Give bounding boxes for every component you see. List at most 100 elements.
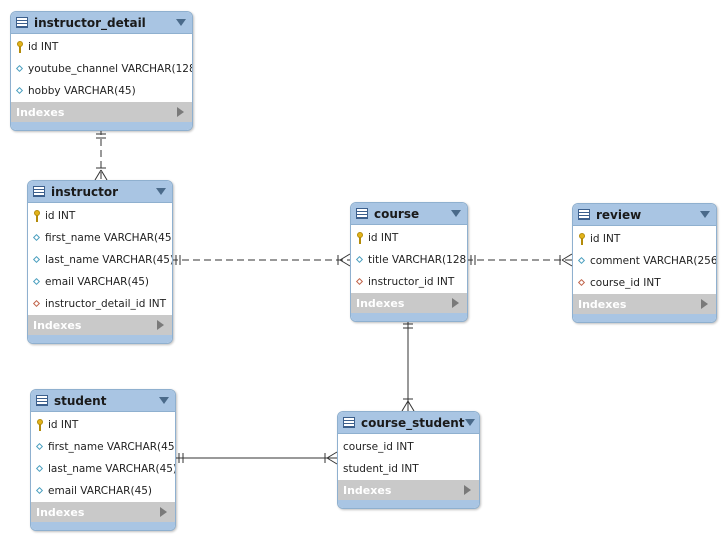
column-label: title VARCHAR(128) [368, 254, 468, 266]
table-icon [356, 208, 368, 219]
column-label: student_id INT [343, 463, 419, 475]
indexes-section[interactable]: Indexes [338, 480, 479, 500]
indexes-section[interactable]: Indexes [31, 502, 175, 522]
entity-course-student[interactable]: course_student course_id INT student_id … [337, 411, 480, 509]
expand-arrow-icon[interactable] [701, 299, 708, 309]
column-icon [36, 441, 45, 453]
entity-instructor[interactable]: instructor id INT first_name VARCHAR(45)… [27, 180, 173, 344]
column-label: id INT [590, 233, 621, 245]
column-row[interactable]: instructor_detail_id INT [28, 293, 172, 315]
collapse-menu-icon[interactable] [700, 211, 710, 218]
indexes-label: Indexes [343, 483, 392, 497]
entity-course[interactable]: course id INT title VARCHAR(128) instruc… [350, 202, 468, 322]
entity-review[interactable]: review id INT comment VARCHAR(256) cours… [572, 203, 717, 323]
column-row[interactable]: hobby VARCHAR(45) [11, 80, 192, 102]
column-row[interactable]: last_name VARCHAR(45) [31, 458, 175, 480]
expand-arrow-icon[interactable] [464, 485, 471, 495]
column-row[interactable]: title VARCHAR(128) [351, 249, 467, 271]
column-label: first_name VARCHAR(45) [48, 441, 176, 453]
column-row[interactable]: course_id INT [338, 436, 479, 458]
entity-header[interactable]: student [31, 390, 175, 412]
entity-header[interactable]: review [573, 204, 716, 226]
expand-arrow-icon[interactable] [177, 107, 184, 117]
collapse-menu-icon[interactable] [159, 397, 169, 404]
entity-footer [573, 314, 716, 322]
table-icon [33, 186, 45, 197]
column-label: last_name VARCHAR(45) [48, 463, 176, 475]
expand-arrow-icon[interactable] [157, 320, 164, 330]
entity-title: instructor_detail [34, 15, 146, 30]
column-label: instructor_id INT [368, 276, 455, 288]
column-row[interactable]: instructor_id INT [351, 271, 467, 293]
column-row[interactable]: last_name VARCHAR(45) [28, 249, 172, 271]
indexes-label: Indexes [356, 296, 405, 310]
column-icon [356, 254, 365, 266]
column-icon [33, 254, 42, 266]
primary-key-icon [356, 232, 365, 244]
relationship-course-review[interactable] [466, 253, 573, 267]
relationship-student-course-student[interactable] [174, 451, 338, 465]
column-row[interactable]: first_name VARCHAR(45) [31, 436, 175, 458]
collapse-menu-icon[interactable] [156, 188, 166, 195]
column-row[interactable]: youtube_channel VARCHAR(128) [11, 58, 192, 80]
entity-instructor-detail[interactable]: instructor_detail id INT youtube_channel… [10, 11, 193, 131]
column-row[interactable]: course_id INT [573, 272, 716, 294]
entity-title: instructor [51, 184, 119, 199]
column-icon [16, 63, 25, 75]
column-icon [33, 232, 42, 244]
table-icon [36, 395, 48, 406]
column-row[interactable]: id INT [31, 414, 175, 436]
entity-title: course [374, 206, 420, 221]
collapse-menu-icon[interactable] [464, 419, 475, 426]
expand-arrow-icon[interactable] [452, 298, 459, 308]
column-list: id INT title VARCHAR(128) instructor_id … [351, 225, 467, 293]
column-label: first_name VARCHAR(45) [45, 232, 173, 244]
relationship-instructor-detail-instructor[interactable] [94, 128, 108, 181]
column-row[interactable]: id INT [351, 227, 467, 249]
collapse-menu-icon[interactable] [176, 19, 186, 26]
column-label: email VARCHAR(45) [45, 276, 150, 288]
column-icon [36, 463, 45, 475]
indexes-section[interactable]: Indexes [351, 293, 467, 313]
column-row[interactable]: id INT [28, 205, 172, 227]
entity-header[interactable]: course_student [338, 412, 479, 434]
table-icon [343, 417, 355, 428]
entity-footer [338, 500, 479, 508]
indexes-section[interactable]: Indexes [573, 294, 716, 314]
entity-title: review [596, 207, 642, 222]
column-row[interactable]: email VARCHAR(45) [28, 271, 172, 293]
column-row[interactable]: student_id INT [338, 458, 479, 480]
column-label: instructor_detail_id INT [45, 298, 167, 310]
entity-title: course_student [361, 415, 465, 430]
entity-header[interactable]: instructor_detail [11, 12, 192, 34]
column-label: course_id INT [590, 277, 661, 289]
column-label: id INT [28, 41, 59, 53]
entity-header[interactable]: course [351, 203, 467, 225]
relationship-course-course-student[interactable] [401, 319, 415, 412]
column-row[interactable]: first_name VARCHAR(45) [28, 227, 172, 249]
foreign-key-icon [33, 298, 42, 310]
column-icon [33, 276, 42, 288]
indexes-section[interactable]: Indexes [11, 102, 192, 122]
entity-header[interactable]: instructor [28, 181, 172, 203]
entity-footer [31, 522, 175, 530]
column-label: id INT [45, 210, 76, 222]
collapse-menu-icon[interactable] [451, 210, 461, 217]
column-row[interactable]: id INT [11, 36, 192, 58]
column-label: comment VARCHAR(256) [590, 255, 717, 267]
relationship-instructor-course[interactable] [171, 253, 351, 267]
entity-student[interactable]: student id INT first_name VARCHAR(45) la… [30, 389, 176, 531]
primary-key-icon [36, 419, 45, 431]
column-row[interactable]: email VARCHAR(45) [31, 480, 175, 502]
indexes-section[interactable]: Indexes [28, 315, 172, 335]
indexes-label: Indexes [16, 105, 65, 119]
expand-arrow-icon[interactable] [160, 507, 167, 517]
column-row[interactable]: comment VARCHAR(256) [573, 250, 716, 272]
column-row[interactable]: id INT [573, 228, 716, 250]
column-label: id INT [48, 419, 79, 431]
column-list: id INT comment VARCHAR(256) course_id IN… [573, 226, 716, 294]
column-list: id INT first_name VARCHAR(45) last_name … [28, 203, 172, 315]
column-label: last_name VARCHAR(45) [45, 254, 173, 266]
entity-title: student [54, 393, 107, 408]
